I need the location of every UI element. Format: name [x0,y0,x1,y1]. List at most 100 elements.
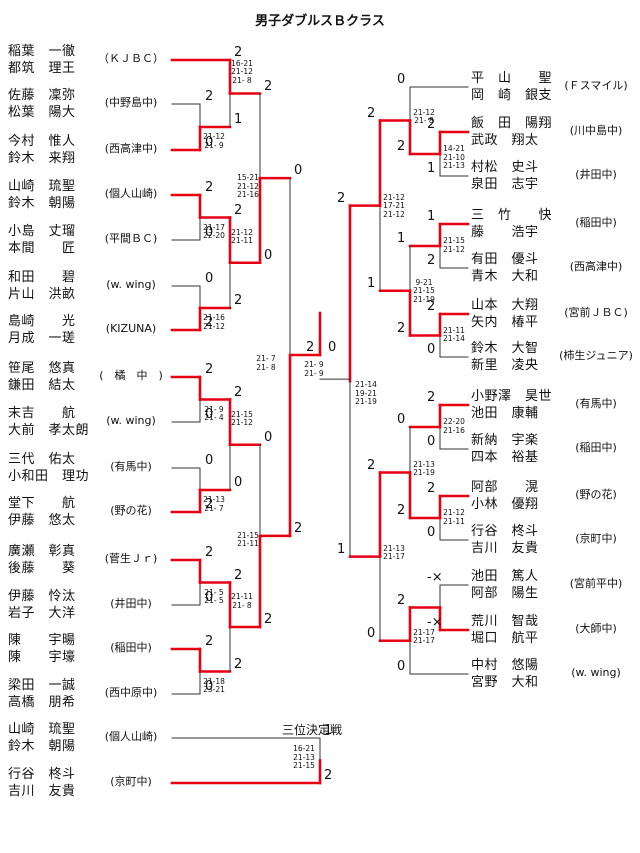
game-count-label: 2 [205,315,214,330]
player-name: 吉川 友貴 [8,784,76,799]
team-entry: 島崎 光月成 一瑳 [8,313,100,347]
game-count-label: 0 [205,135,214,150]
team-entry: 鈴木 大智新里 凌央 [471,340,563,374]
game-count-label: 2 [427,299,436,314]
game-count-label: 1 [427,209,436,224]
game-count-label: 0 [205,225,214,240]
player-name: 池田 篤人 [471,569,539,584]
team-club: (柿生ジュニア) [559,349,633,362]
player-name: 中村 悠陽 [471,658,539,673]
team-entry: 池田 篤人阿部 陽生 [471,568,563,602]
player-name: 陳 宇暘 [8,633,76,648]
set-scores: 16-21 21-12 21- 8 [231,58,253,85]
set-scores: 9-21 21-15 21-19 [413,277,435,304]
player-name: 泉田 志宇 [471,177,539,192]
player-name: 荒川 智哉 [471,614,539,629]
player-name: 鈴木 朝陽 [8,196,76,211]
team-entry: 山崎 琉聖鈴木 朝陽 [8,178,100,212]
set-scores: 21-18 23-21 [203,676,225,694]
set-scores: 21-17 22-20 [203,222,225,240]
team-entry: 末吉 航大前 孝太朗 [8,405,100,439]
player-name: 稲葉 一徹 [8,44,76,59]
player-name: 伊藤 悠太 [8,513,76,528]
player-name: 片山 洪畝 [8,287,76,302]
team-entry: 有田 優斗青木 大和 [471,251,563,285]
player-name: 廣瀬 彰真 [8,544,76,559]
game-count-label: 2 [367,457,376,473]
player-name: 三代 佑太 [8,452,76,467]
game-count-label: 2 [234,384,243,400]
set-scores: 21-11 21- 8 [231,592,253,610]
team-entry: 飯 田 陽翔武政 翔太 [471,115,563,149]
player-name: 鈴木 来翔 [8,151,76,166]
team-entry: 村松 史斗泉田 志宇 [471,159,563,193]
player-name: 藤 浩宇 [471,225,539,240]
game-count-label: 2 [205,545,214,560]
game-count-label: 2 [427,253,436,268]
player-name: 佐藤 凜弥 [8,88,76,103]
team-entry: 梁田 一誠高橋 朋希 [8,677,100,711]
player-name: 鈴木 朝陽 [8,739,76,754]
game-count-label: 2 [294,520,303,536]
team-entry: 平 山 聖岡 崎 銀支 [471,70,563,104]
team-club: (稲田中) [575,216,617,229]
player-name: 和田 碧 [8,270,76,285]
set-scores: 21-15 21-12 [231,409,253,428]
team-club: (川中島中) [569,124,623,137]
player-name: 陳 宇壕 [8,650,76,665]
game-count-label: 0 [294,163,303,179]
game-count-label: 2 [324,768,333,783]
game-count-label: 0 [397,72,406,87]
game-count-label: 1 [427,161,436,176]
game-count-label: 0 [264,247,273,263]
game-count-label: 2 [234,45,243,60]
player-name: 島崎 光 [8,314,76,329]
team-club: (有馬中) [575,397,617,410]
game-count-label: 1 [234,112,243,127]
team-club: (KIZUNA) [105,322,157,335]
game-count-label: 1 [397,231,406,246]
final-score-left: 2 [306,340,315,355]
team-entry: 陳 宇暘陳 宇壕 [8,632,100,666]
game-count-label: 0 [205,679,214,694]
player-name: 吉川 友貴 [471,541,539,556]
game-count-label: 2 [397,503,406,518]
player-name: 鎌田 結太 [8,378,76,393]
game-count-label: 0 [427,525,436,540]
game-count-label: 2 [427,481,436,496]
player-name: 高橋 朋希 [8,695,76,710]
set-scores: 21-13 21-19 [413,459,435,477]
team-club: (井田中) [110,597,152,610]
final-score-right: 0 [328,340,337,355]
player-name: 堀口 航平 [471,631,539,646]
team-entry: 新納 宇楽四本 裕基 [471,432,563,466]
team-club: (京町中) [575,532,617,545]
team-entry: 小島 丈瑠本間 匠 [8,223,100,257]
game-count-label: 2 [234,656,243,672]
player-name: 飯 田 陽翔 [471,116,553,131]
set-scores: 21-12 21-11 [443,508,465,526]
team-club: (平間ＢＣ) [104,232,158,245]
player-name: 笹尾 悠真 [8,361,76,376]
game-count-label: 2 [264,78,273,94]
player-name: 有田 優斗 [471,252,539,267]
set-scores: 22-20 21-16 [443,417,465,435]
game-count-label: 2 [397,592,406,608]
set-scores: 21- 7 21- 8 [256,354,276,372]
team-entry: 今村 惟人鈴木 来翔 [8,133,100,167]
team-entry: 佐藤 凜弥松葉 陽大 [8,87,100,121]
player-name: 梁田 一誠 [8,678,76,693]
player-name: 矢内 椿平 [471,315,539,330]
team-club: (Ｆスマイル) [564,79,628,92]
game-count-label: 2 [234,567,243,583]
player-name: 山崎 琉聖 [8,722,76,737]
set-scores: 21- 5 21- 5 [204,587,224,605]
player-name: 本間 匠 [8,241,76,256]
game-count-label: 2 [264,612,273,627]
team-club: （ＫＪＢＣ） [98,52,164,65]
game-count-label: 2 [367,105,376,121]
team-entry: 笹尾 悠真鎌田 結太 [8,360,100,394]
team-club: (井田中) [575,168,617,181]
team-entry: 和田 碧片山 洪畝 [8,269,100,303]
third-place-team: 山崎 琉聖鈴木 朝陽 [8,721,100,755]
